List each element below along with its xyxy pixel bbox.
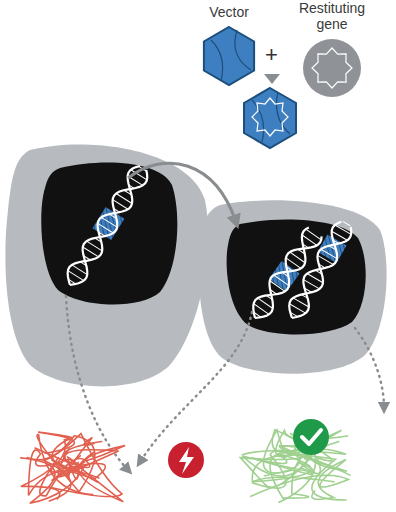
dna-helix (61, 162, 356, 324)
expression-arrow (355, 328, 384, 408)
gene-circle (282, 36, 382, 100)
nucleus (227, 220, 366, 335)
cell (199, 200, 387, 373)
fault-badge (168, 442, 204, 478)
down-arrow (264, 74, 280, 84)
ok-badge (293, 419, 329, 455)
vector-hexagon (192, 24, 266, 88)
loaded-vector (244, 88, 296, 148)
plus-sign: + (265, 44, 278, 66)
node-label: Restituting gene (282, 0, 382, 32)
vector-node: Vector (192, 4, 266, 88)
expression-arrow (66, 296, 128, 470)
transfer-arrow (128, 163, 236, 222)
cell (5, 144, 208, 386)
expression-arrow (140, 312, 252, 462)
gene-node: Restituting gene (282, 0, 382, 100)
nucleus (41, 162, 177, 304)
node-label: Vector (192, 4, 266, 20)
